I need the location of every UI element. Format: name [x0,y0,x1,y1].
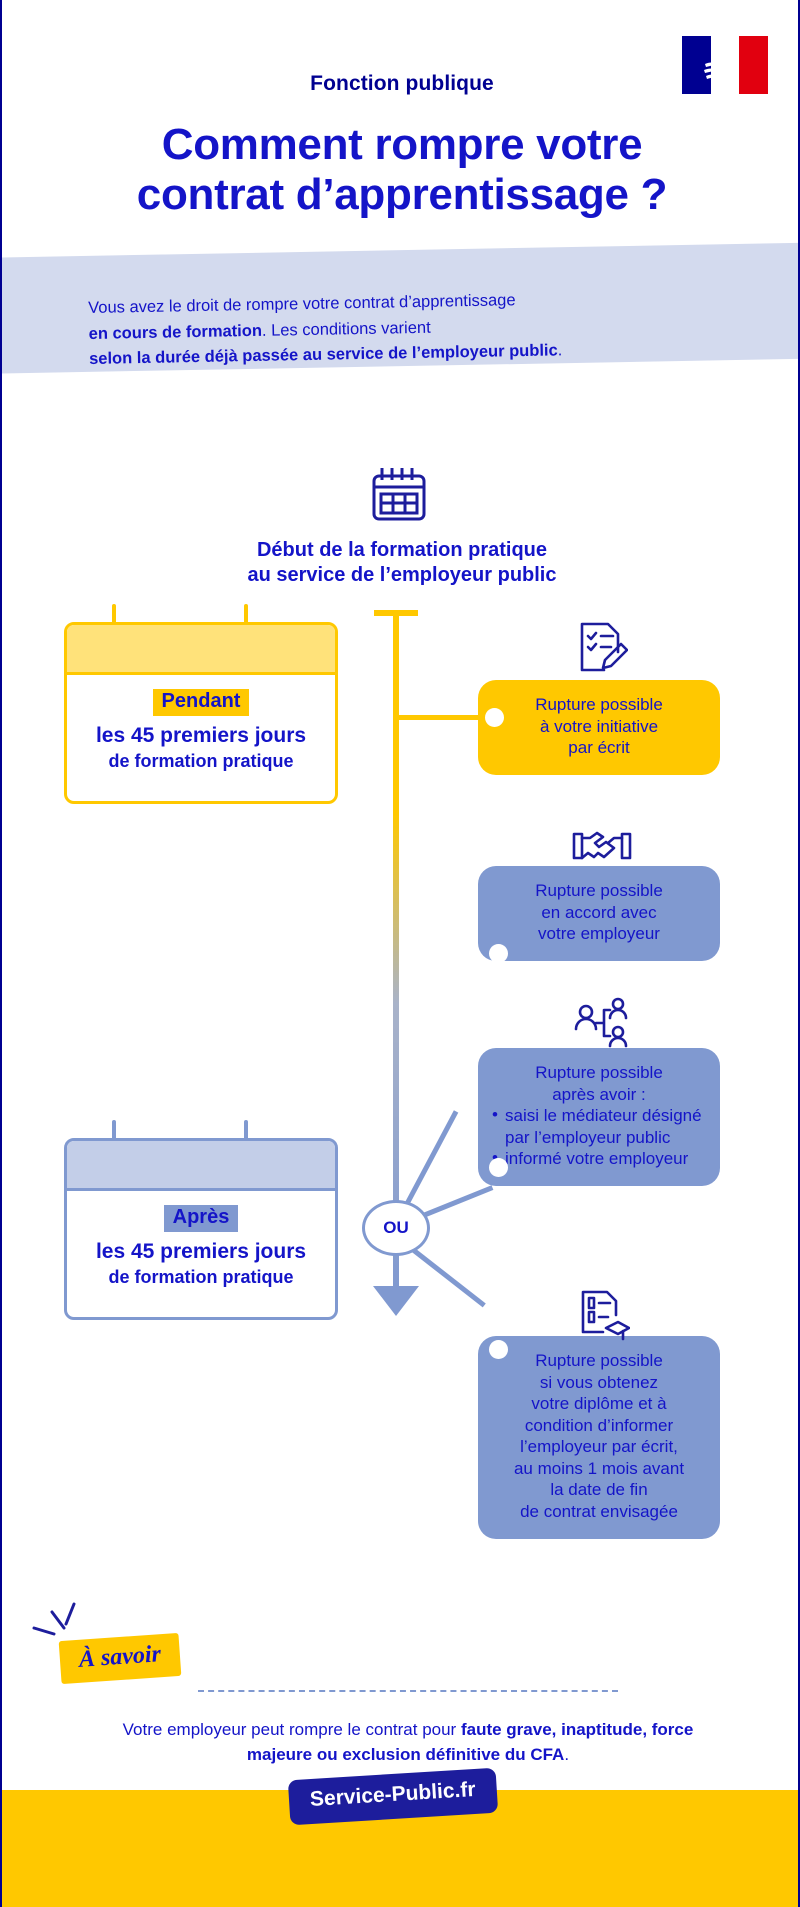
intro-line-3-strong: selon la durée déjà passée au service de… [88,341,558,369]
mediation-people-icon [574,997,628,1048]
a-savoir-text: Votre employeur peut rompre le contrat p… [98,1718,718,1767]
french-republic-flag-icon [682,36,769,94]
a-savoir-text-a: Votre employeur peut rompre le contrat p… [122,1720,461,1739]
card-mediateur-bullet-1: saisi le médiateur désigné par l’employe… [492,1104,706,1148]
card-accord-line-2: en accord avec [541,902,657,922]
connector-to-initiative-card [396,715,500,720]
card-diplome-line-6: au moins 1 mois avant [513,1458,685,1478]
period-card-apres-header [67,1141,335,1191]
intro-text: Vous avez le droit de rompre votre contr… [88,284,729,372]
card-diplome-anchor-dot [489,1340,508,1359]
period-apres-line1: les 45 premiers jours [95,1240,307,1263]
period-pendant-line2: de formation pratique [108,751,294,772]
card-initiative: Rupture possible à votre initiative par … [478,680,720,775]
card-diplome-line-3: votre diplôme et à [531,1394,667,1414]
card-initiative-line-1: Rupture possible [535,695,663,714]
intro-line-2-strong: en cours de formation [88,321,263,343]
flag-white-bar [703,36,740,94]
card-mediateur: Rupture possible après avoir : saisi le … [478,1048,720,1186]
period-card-apres-body: Après les 45 premiers jours de formation… [67,1191,335,1309]
timeline-start-line2: au service de l’employeur public [247,564,557,586]
calendar-ring-right-blue [244,1120,248,1154]
a-savoir-divider [198,1690,618,1692]
card-diplome-line-7: la date de fin [550,1480,648,1500]
period-card-pendant: Pendant les 45 premiers jours de formati… [64,622,338,804]
timeline-down-arrow-icon [373,1286,419,1316]
calendar-ring-left-yellow [112,604,116,638]
card-mediateur-line-2: après avoir : [552,1084,646,1104]
a-savoir-badge: À savoir [58,1632,182,1685]
card-mediateur-bullet-2: informé votre employeur [492,1147,706,1170]
timeline-start-line1: Début de la formation pratique [256,539,548,561]
page-title-line2: contrat d’apprentissage ? [136,169,668,219]
branch-hub-ou: OU [362,1200,430,1256]
card-accord-line-1: Rupture possible [535,881,663,900]
card-diplome-line-8: de contrat envisagée [520,1502,678,1522]
period-card-apres: Après les 45 premiers jours de formation… [64,1138,338,1320]
card-accord-employeur: Rupture possible en accord avec votre em… [478,866,720,961]
card-accord-anchor-dot [489,944,508,963]
page-kicker: Fonction publique [310,72,494,95]
checklist-pen-icon [580,622,628,672]
card-mediateur-bullets: saisi le médiateur désigné par l’employe… [492,1104,706,1170]
card-mediateur-line-1: Rupture possible [535,1063,663,1082]
sparkle-icon [32,1602,76,1636]
timeline-spine [393,610,399,1288]
page-title: Comment rompre votre contrat d’apprentis… [2,120,798,219]
card-initiative-line-2: à votre initiative [539,716,659,736]
card-initiative-anchor-dot [485,708,504,727]
card-initiative-line-3: par écrit [568,738,630,758]
period-chip-pendant: Pendant [152,689,250,716]
period-pendant-line1: les 45 premiers jours [95,724,307,747]
timeline-start-label: Début de la formation pratique au servic… [132,538,672,588]
calendar-icon [372,468,426,521]
intro-line-3-rest: . [557,341,563,360]
handshake-icon [572,831,632,860]
period-card-pendant-header [67,625,335,675]
intro-line-2-rest: . Les conditions varient [261,318,431,340]
period-chip-apres: Après [163,1205,239,1232]
page-title-line1: Comment rompre votre [161,120,643,169]
card-diplome-line-4: condition d’informer [524,1415,674,1435]
card-diplome-line-1: Rupture possible [535,1351,663,1370]
card-diplome: Rupture possible si vous obtenez votre d… [478,1336,720,1539]
card-mediateur-anchor-dot [489,1158,508,1177]
diploma-document-icon [581,1290,630,1341]
card-accord-line-3: votre employeur [538,924,660,944]
a-savoir-text-end: . [564,1744,570,1764]
card-diplome-line-5: l’employeur par écrit, [520,1437,678,1457]
flag-red-bar [739,36,769,94]
calendar-ring-right-yellow [244,604,248,638]
marianne-profile-icon [703,45,739,82]
calendar-ring-left-blue [112,1120,116,1154]
a-savoir-text-strong: faute grave, inaptitude, force majeure o… [246,1720,694,1764]
period-card-pendant-body: Pendant les 45 premiers jours de formati… [67,675,335,793]
card-diplome-line-2: si vous obtenez [539,1372,659,1392]
period-apres-line2: de formation pratique [108,1267,294,1288]
